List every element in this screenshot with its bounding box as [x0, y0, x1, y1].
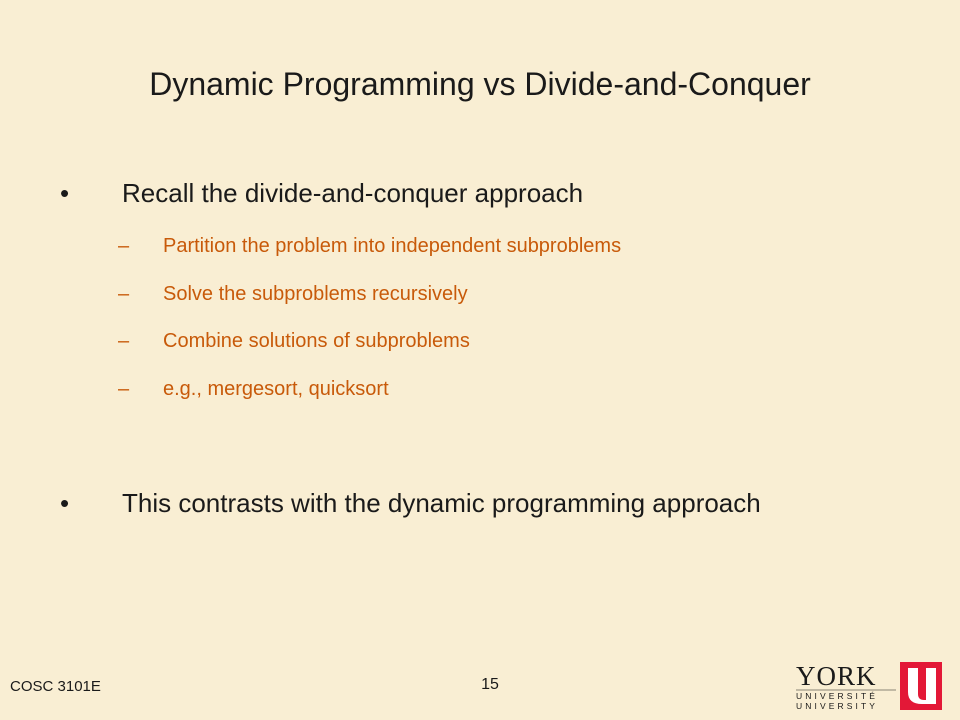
sub-bullet-text: Partition the problem into independent s…	[163, 235, 622, 257]
logo-wordmark: YORK	[796, 661, 877, 691]
bullet-symbol: •	[60, 488, 70, 518]
sub-bullet-symbol: –	[118, 330, 130, 352]
york-u-logo-icon: YORK UNIVERSITÉ UNIVERSITY	[796, 661, 942, 711]
sub-bullet-symbol: –	[118, 283, 130, 305]
slide-title: Dynamic Programming vs Divide-and-Conque…	[149, 66, 811, 102]
sub-bullet-symbol: –	[118, 378, 130, 400]
sub-bullet-text: Solve the subproblems recursively	[163, 283, 468, 305]
logo-line-fr: UNIVERSITÉ	[796, 691, 878, 701]
course-code: COSC 3101E	[10, 678, 101, 695]
logo-line-en: UNIVERSITY	[796, 701, 878, 711]
bullet-symbol: •	[60, 178, 70, 208]
sub-bullet-symbol: –	[118, 235, 130, 257]
page-number: 15	[481, 676, 499, 693]
bullet-text: This contrasts with the dynamic programm…	[122, 488, 761, 518]
sub-bullet-text: Combine solutions of subproblems	[163, 330, 470, 352]
bullet-text: Recall the divide-and-conquer approach	[122, 178, 584, 208]
sub-bullet-text: e.g., mergesort, quicksort	[163, 378, 389, 400]
